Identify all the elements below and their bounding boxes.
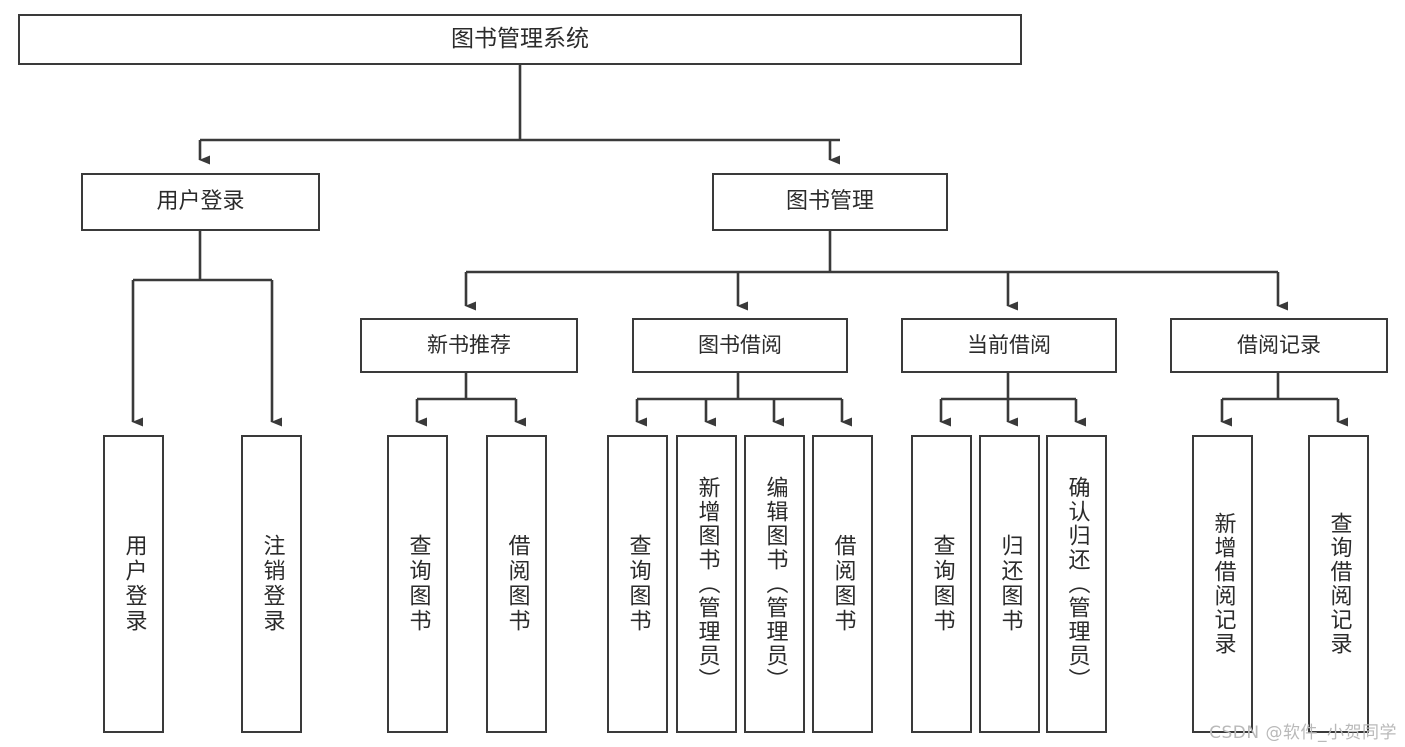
node-leaf-borrow-book-1-label: 借阅图书 bbox=[504, 534, 530, 634]
node-current-borrow[interactable]: 当前借阅 bbox=[901, 318, 1117, 373]
node-leaf-logout-login-label: 注销登录 bbox=[259, 534, 285, 634]
node-leaf-add-book[interactable]: 新增图书（管理员） bbox=[676, 435, 737, 733]
node-leaf-add-record[interactable]: 新增借阅记录 bbox=[1192, 435, 1253, 733]
node-book-management[interactable]: 图书管理 bbox=[712, 173, 948, 231]
node-leaf-query-book-1-label: 查询图书 bbox=[405, 534, 431, 634]
node-leaf-query-record-label: 查询借阅记录 bbox=[1326, 512, 1352, 656]
node-leaf-borrow-book-2[interactable]: 借阅图书 bbox=[812, 435, 873, 733]
node-leaf-add-record-label: 新增借阅记录 bbox=[1210, 512, 1236, 656]
node-leaf-logout-login[interactable]: 注销登录 bbox=[241, 435, 302, 733]
node-leaf-query-book-2-label: 查询图书 bbox=[625, 534, 651, 634]
node-leaf-query-record[interactable]: 查询借阅记录 bbox=[1308, 435, 1369, 733]
node-leaf-user-login[interactable]: 用户登录 bbox=[103, 435, 164, 733]
node-leaf-borrow-book-2-label: 借阅图书 bbox=[830, 534, 856, 634]
node-leaf-query-book-3-label: 查询图书 bbox=[929, 534, 955, 634]
node-leaf-return-book[interactable]: 归还图书 bbox=[979, 435, 1040, 733]
node-borrow-record[interactable]: 借阅记录 bbox=[1170, 318, 1388, 373]
node-book-management-label: 图书管理 bbox=[785, 189, 874, 215]
node-book-borrow[interactable]: 图书借阅 bbox=[632, 318, 848, 373]
node-leaf-edit-book-label: 编辑图书（管理员） bbox=[762, 476, 788, 692]
node-leaf-confirm-return-label: 确认归还（管理员） bbox=[1064, 476, 1090, 692]
node-leaf-return-book-label: 归还图书 bbox=[997, 534, 1023, 634]
node-leaf-borrow-book-1[interactable]: 借阅图书 bbox=[486, 435, 547, 733]
node-root[interactable]: 图书管理系统 bbox=[18, 14, 1022, 65]
node-leaf-edit-book[interactable]: 编辑图书（管理员） bbox=[744, 435, 805, 733]
node-leaf-confirm-return[interactable]: 确认归还（管理员） bbox=[1046, 435, 1107, 733]
node-new-book-recommend-label: 新书推荐 bbox=[427, 333, 511, 358]
node-root-label: 图书管理系统 bbox=[451, 25, 589, 52]
node-borrow-record-label: 借阅记录 bbox=[1237, 333, 1321, 358]
node-user-login-label: 用户登录 bbox=[156, 189, 245, 215]
node-new-book-recommend[interactable]: 新书推荐 bbox=[360, 318, 578, 373]
node-leaf-user-login-label: 用户登录 bbox=[121, 534, 147, 634]
node-leaf-query-book-2[interactable]: 查询图书 bbox=[607, 435, 668, 733]
node-book-borrow-label: 图书借阅 bbox=[698, 333, 782, 358]
node-user-login[interactable]: 用户登录 bbox=[81, 173, 320, 231]
node-current-borrow-label: 当前借阅 bbox=[967, 333, 1051, 358]
node-leaf-query-book-1[interactable]: 查询图书 bbox=[387, 435, 448, 733]
node-leaf-add-book-label: 新增图书（管理员） bbox=[694, 476, 720, 692]
node-leaf-query-book-3[interactable]: 查询图书 bbox=[911, 435, 972, 733]
